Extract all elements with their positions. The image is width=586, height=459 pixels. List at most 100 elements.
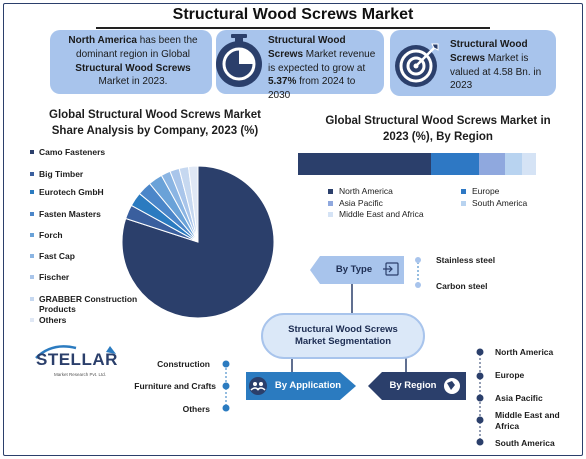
card-market-value: Structural Wood Screws Market is valued … [390,30,556,96]
region-stacked-bar [298,153,536,175]
by-region-banner[interactable] [368,372,466,400]
legend-label: Fast Cap [39,251,75,261]
infographic-frame [3,3,583,456]
legend-swatch [30,190,34,194]
legend-swatch [30,318,34,322]
region-item-asia-pacific: Asia Pacific [495,393,543,403]
region-item-dot [476,394,484,402]
legend-swatch [461,188,466,194]
legend-swatch [30,233,34,237]
legend-swatch [30,172,34,176]
region-bar-segment [478,153,506,175]
target-icon [395,43,439,87]
card-market-value-text: Structural Wood Screws Market is valued … [450,39,542,92]
stopwatch-icon [216,34,262,87]
region-item-dot [476,438,484,446]
legend-label: Fasten Masters [39,209,101,219]
pie-legend-item: Fasten Masters [30,209,150,219]
region-bar-segment [298,153,432,175]
pie-legend-item: GRABBER Construction Products [30,294,140,314]
application-item-construction: Construction [157,359,210,369]
legend-label: Europe [472,186,500,196]
pie-legend-item: Forch [30,230,150,240]
application-item-others: Others [182,404,210,414]
region-legend-item: South America [461,198,527,208]
region-bar-segment [521,153,536,175]
card-growth-rate: Structural Wood Screws Market revenue is… [216,30,384,101]
pie-slice [187,165,199,243]
region-item-dot [476,372,484,380]
legend-swatch [30,212,34,216]
region-legend-item: Middle East and Africa [328,209,424,219]
legend-swatch [328,200,333,206]
region-legend-item: North America [328,186,393,196]
card-growth-rate-text: Structural Wood Screws Market revenue is… [268,35,376,102]
region-chart-title: Global Structural Wood Screws Market in … [325,115,551,143]
pie-legend-item: Eurotech GmbH [30,187,150,197]
legend-swatch [30,150,34,154]
segmentation-center [261,313,425,359]
people-icon [249,377,267,395]
by-application-label: By Application [274,380,342,391]
region-legend-item: Europe [461,186,499,196]
pie-legend-item: Others [30,315,150,325]
legend-label: Big Timber [39,169,84,179]
region-item-europe: Europe [495,370,525,380]
page-title: Structural Wood Screws Market [172,6,414,23]
people-icon-body [250,387,266,391]
application-item-dot [222,404,230,412]
segmentation-center-label: Structural Wood Screws Market Segmentati… [288,324,398,348]
legend-label: Asia Pacific [339,198,383,208]
globe-icon-land [447,381,455,390]
legend-label: Camo Fasteners [39,147,106,157]
legend-swatch [328,211,333,217]
pie-legend-item: Camo Fasteners [30,147,150,157]
legend-label: South America [472,198,528,208]
people-icon-head [259,382,263,386]
login-icon-arrow [383,265,393,273]
legend-label: Fischer [39,272,70,282]
region-bar-segment [505,153,522,175]
legend-swatch [328,188,333,194]
title-underline [96,27,490,29]
legend-swatch [30,297,34,301]
legend-label: Middle East and Africa [339,209,424,219]
legend-label: Others [39,315,67,325]
logo-name: STELLAR [36,350,118,369]
pie-chart-title: Global Structural Wood Screws Market Sha… [49,109,261,137]
card-dominant-region: North America has been the dominant regi… [50,30,212,94]
company-share-pie-chart [121,165,275,319]
legend-swatch [461,200,466,206]
stellar-logo: STELLAR Market Research Pvt. Ltd. [32,340,122,382]
pie-legend-item: Fischer [30,272,150,282]
type-item-dot [415,282,421,288]
logo-tagline: Market Research Pvt. Ltd. [54,372,107,377]
application-item-furniture: Furniture and Crafts [134,381,216,391]
type-item-carbon: Carbon steel [436,281,488,291]
legend-swatch [30,275,34,279]
pie-legend-item: Fast Cap [30,251,150,261]
application-item-dot [222,360,230,368]
pie-legend-item: Big Timber [30,169,150,179]
stellar-logo-mark [35,345,116,359]
by-type-label: By Type [335,264,373,275]
region-legend-item: Asia Pacific [328,198,383,208]
legend-label: Eurotech GmbH [39,187,104,197]
region-bar-segment [431,153,479,175]
region-item-dot [476,348,484,356]
by-application-banner[interactable] [246,372,356,400]
region-item-north-america: North America [495,347,554,357]
people-icon-head [253,382,257,386]
legend-label: Forch [39,230,63,240]
type-item-dot [415,257,421,263]
region-item-dot [476,416,484,424]
region-item-south-america: South America [495,438,555,448]
region-item-mea: Middle East and Africa [495,410,560,432]
legend-label: GRABBER Construction Products [39,294,138,314]
by-type-banner[interactable] [310,256,404,284]
legend-swatch [30,254,34,258]
application-item-dot [222,382,230,390]
card-dominant-region-text: North America has been the dominant regi… [68,35,198,88]
by-region-label: By Region [389,380,437,391]
